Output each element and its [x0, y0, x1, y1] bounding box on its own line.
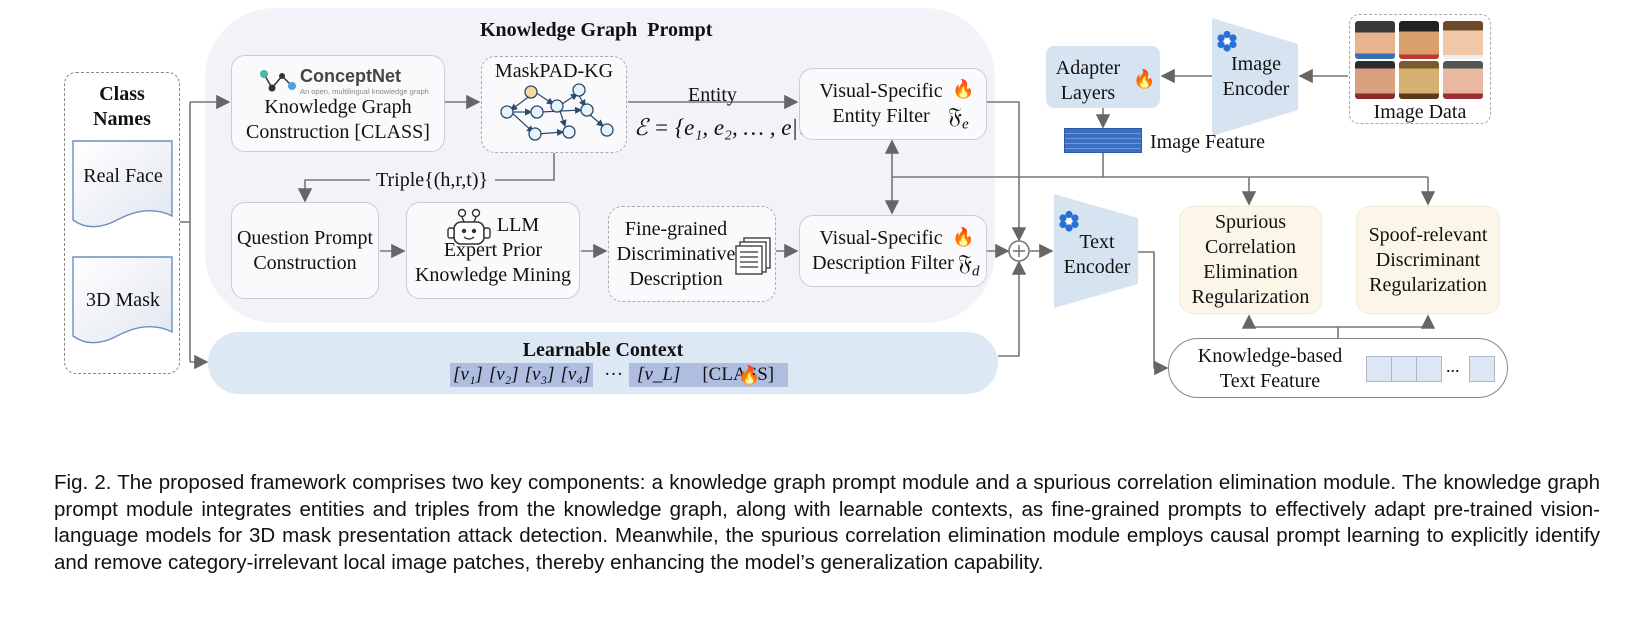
mask-thumbnail [1443, 61, 1483, 99]
context-token: [v₁] [450, 363, 486, 387]
conceptnet-logo-icon [260, 70, 296, 92]
entity-filter-box: Visual-Specific Entity Filter [799, 68, 987, 140]
text-feature-line1: Knowledge-based [1197, 345, 1343, 367]
adapter-line1: Adapter [1055, 57, 1121, 79]
adapter-line2: Layers [1060, 82, 1116, 104]
feature-cell [1469, 356, 1495, 382]
fine-grained-line1: Fine-grained [624, 217, 728, 240]
snowflake-icon [1059, 210, 1079, 232]
class-names-title: Class Names [64, 82, 180, 132]
kg-construction-line2: Construction [CLASS] [246, 121, 430, 143]
text-feature-box [1168, 338, 1508, 398]
llm-box: LLM Expert Prior Knowledge Mining [406, 202, 580, 299]
description-filter-box: Visual-Specific Description Filter [799, 215, 987, 287]
fire-icon: 🔥 [952, 227, 975, 247]
kg-construction-line1: Knowledge Graph [264, 96, 412, 118]
question-prompt-line2: Construction [253, 251, 357, 274]
triple-label: Triple{(h,r,t)} [374, 168, 491, 193]
spurious-line4: Regularization [1191, 286, 1310, 308]
fire-icon: 🔥 [952, 79, 975, 99]
adapter-layers-box [1046, 46, 1160, 108]
image-encoder-text: Image Encoder [1212, 52, 1300, 102]
entity-formula: ℰ = {e₁, e₂, … , e|ℰ|} [634, 115, 828, 140]
class-names-line1: Class [99, 83, 145, 105]
connector-arrows [180, 68, 1436, 376]
spoof-line2: Discriminant [1375, 248, 1481, 271]
3d-mask-label: 3D Mask [86, 289, 160, 311]
image-encoder-line2: Encoder [1222, 78, 1290, 100]
document-stack-icon [735, 237, 771, 275]
fine-grained-line3: Description [629, 267, 723, 290]
entity-filter-symbol-sub: e [961, 116, 969, 133]
face-thumbnail [1443, 21, 1483, 59]
kg-prompt-title: Knowledge Graph Prompt [480, 19, 713, 41]
entity-label: Entity [688, 84, 737, 106]
entity-filter-line2: Entity Filter [832, 105, 930, 127]
description-filter-line2: Description Filter [812, 252, 954, 274]
spurious-line1: Spurious [1214, 211, 1287, 233]
description-filter-symbol-sub: d [971, 263, 980, 280]
text-encoder-line2: Encoder [1063, 256, 1131, 278]
text-feature-line2: Text Feature [1219, 370, 1321, 392]
learnable-context-title: Learnable Context [522, 339, 684, 361]
face-thumbnail [1399, 21, 1439, 59]
spoof-line3: Regularization [1369, 273, 1487, 296]
spurious-correlation-box: Spurious Correlation Elimination Regular… [1179, 206, 1322, 314]
snowflake-icon [1217, 30, 1237, 52]
figure-caption: Fig. 2. The proposed framework comprises… [54, 471, 1600, 574]
spurious-line2: Correlation [1204, 236, 1297, 258]
maskpad-kg-label: MaskPAD-KG [494, 60, 614, 82]
entity-filter-line1: Visual-Specific [819, 80, 943, 102]
context-token: [v₄] [557, 363, 594, 387]
adapter-layers-text: Adapter Layers [1046, 56, 1130, 106]
class-token: [CLASS] [688, 363, 789, 387]
context-token: [v₂] [485, 363, 522, 387]
fire-icon: 🔥 [738, 365, 761, 385]
image-feature-label: Image Feature [1150, 131, 1265, 153]
learnable-context-tokens: [v₁][v₂][v₃][v₄] ···[v_L][CLASS] [450, 363, 789, 387]
entity-filter-symbol-main: 𝔉 [948, 103, 962, 128]
image-feature-bar [1064, 128, 1142, 153]
feature-cell [1416, 356, 1442, 382]
knowledge-graph-icon [500, 83, 614, 141]
llm-line3: Knowledge Mining [414, 264, 572, 286]
real-face-label: Real Face [83, 165, 163, 187]
mask-thumbnail [1355, 61, 1395, 99]
image-data-label: Image Data [1373, 101, 1467, 123]
text-encoder-line1: Text [1079, 231, 1115, 253]
question-prompt-box: Question Prompt Construction [231, 202, 379, 299]
llm-line1: LLM [496, 214, 540, 236]
learnable-context-panel [208, 332, 998, 394]
description-filter-symbol: 𝔉d [958, 250, 979, 280]
mask-thumbnail [1399, 61, 1439, 99]
summation-node [1009, 241, 1029, 261]
question-prompt-line1: Question Prompt [236, 226, 374, 249]
text-feature-label: Knowledge-based Text Feature [1180, 344, 1360, 394]
spurious-line3: Elimination [1203, 261, 1298, 283]
feature-dots: ... [1446, 356, 1460, 376]
context-token: [v₃] [521, 363, 558, 387]
3d-mask-document [72, 256, 173, 344]
class-names-line2: Names [93, 108, 151, 130]
context-token-dots: ··· [604, 364, 624, 385]
entity-filter-symbol: 𝔉e [948, 103, 969, 133]
description-filter-line1: Visual-Specific [819, 227, 943, 249]
fine-grained-line2: Discriminative [616, 242, 736, 265]
kg-construction-box: Knowledge Graph Construction [CLASS] [231, 55, 445, 152]
robot-icon [447, 208, 491, 245]
text-encoder-text: Text Encoder [1054, 230, 1140, 280]
real-face-document [72, 140, 173, 228]
conceptnet-logo-sub: An open, multilingual knowledge graph [300, 87, 429, 96]
image-data-panel [1349, 14, 1491, 124]
spoof-line1: Spoof-relevant [1368, 223, 1488, 246]
context-token-last: [v_L] [629, 363, 689, 387]
feature-cell [1366, 356, 1392, 382]
feature-cell [1391, 356, 1417, 382]
fire-icon: 🔥 [1133, 69, 1156, 89]
description-filter-symbol-main: 𝔉 [958, 250, 972, 275]
face-thumbnail [1355, 21, 1395, 59]
image-encoder-line1: Image [1231, 53, 1281, 75]
spoof-relevant-box: Spoof-relevant Discriminant Regularizati… [1356, 206, 1500, 314]
conceptnet-logo-text: ConceptNet [300, 66, 402, 86]
